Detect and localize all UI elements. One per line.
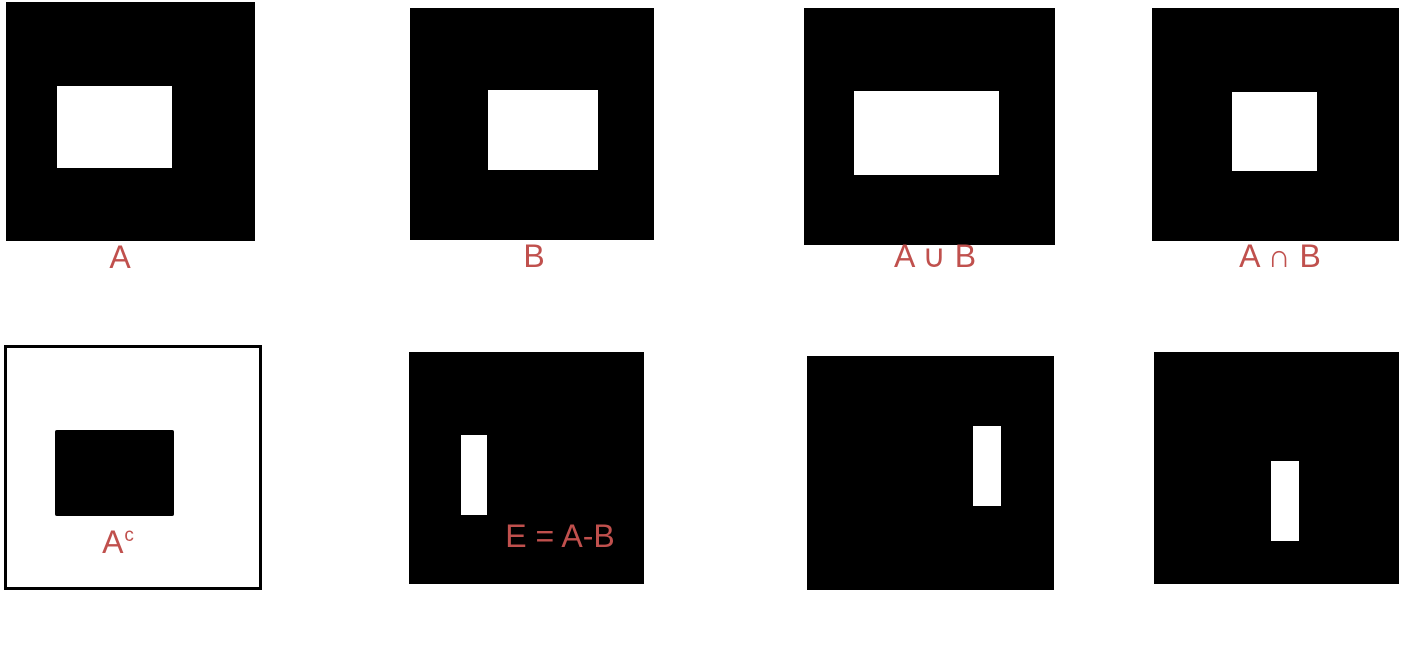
image-union	[804, 8, 1055, 245]
image-difference	[409, 352, 644, 584]
label-complement-superscript: c	[124, 525, 134, 546]
label-intersection: A ∩ B	[1239, 238, 1321, 274]
image-complement	[4, 345, 262, 590]
union-region	[854, 91, 999, 175]
label-difference: E = A-B	[505, 518, 615, 554]
image-b	[410, 8, 654, 240]
complement-hole	[55, 430, 174, 516]
image-strip-right	[807, 356, 1054, 590]
image-strip-center	[1154, 352, 1399, 584]
label-complement: Ac	[78, 520, 158, 558]
label-complement-base: A	[102, 524, 124, 560]
intersection-region	[1232, 92, 1317, 171]
difference-region	[461, 435, 487, 515]
image-a	[6, 2, 255, 241]
set-b-region	[488, 90, 598, 170]
strip-region-right	[973, 426, 1001, 506]
label-b: B	[523, 238, 545, 274]
strip-region-center	[1271, 461, 1299, 541]
label-union: A ∪ B	[893, 238, 977, 274]
image-intersection	[1152, 8, 1399, 241]
set-a-region	[57, 86, 172, 168]
label-a: A	[109, 239, 131, 275]
